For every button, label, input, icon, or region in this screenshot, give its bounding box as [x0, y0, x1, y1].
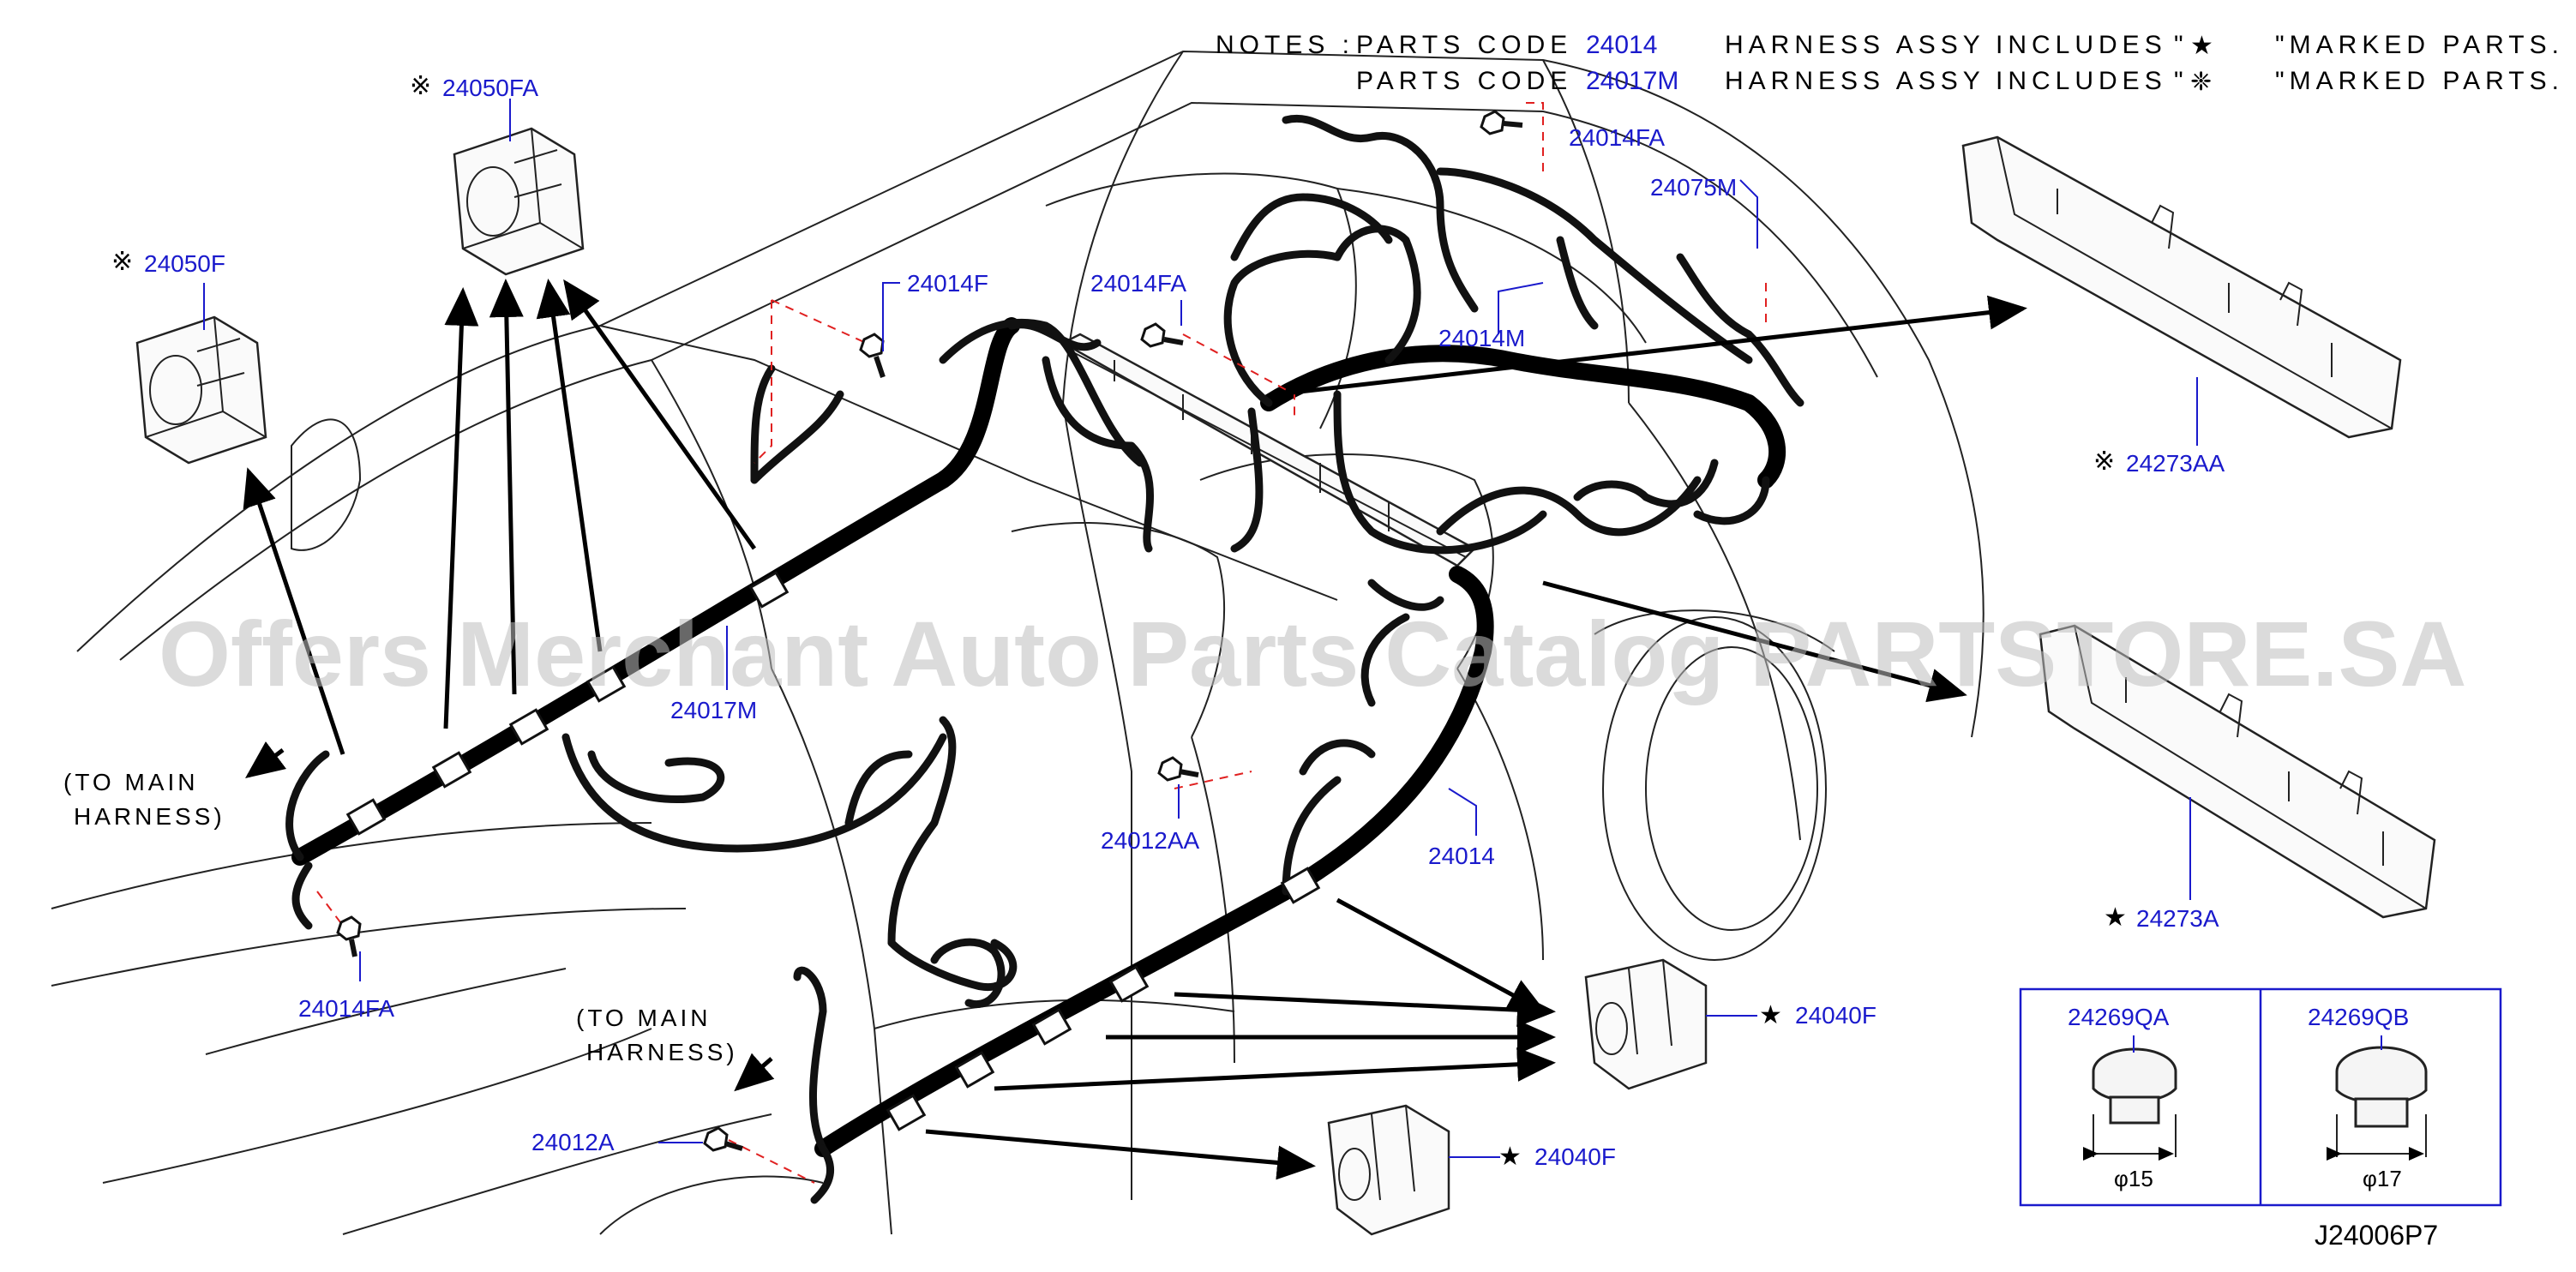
grommet-24269QA-drawing	[2083, 1047, 2177, 1161]
notes-line2-parts-code-label: PARTS CODE	[1356, 67, 1572, 95]
grommet-qb-diameter: φ17	[2363, 1166, 2402, 1191]
leader-lines	[203, 99, 2382, 1158]
grommet-24269QB-drawing	[2327, 1046, 2428, 1161]
part-label-24269QB[interactable]: 24269QB	[2308, 1004, 2409, 1030]
part-label-24075M[interactable]: 24075M	[1650, 174, 1737, 201]
part-label-24050F[interactable]: 24050F	[144, 250, 225, 277]
notes-line2-desc: HARNESS ASSY	[1725, 67, 1985, 95]
notes-line1-parts-code-label: PARTS CODE	[1356, 31, 1572, 59]
part-label-24012A[interactable]: 24012A	[531, 1129, 615, 1155]
bolt-icon	[1140, 322, 1184, 348]
harness-24014M	[1223, 114, 1804, 525]
bracket-24050F-drawing	[135, 315, 267, 465]
bracket-24273AA-drawing	[1961, 135, 2402, 439]
notes-block: NOTES : PARTS CODE 24014 HARNESS ASSY IN…	[1216, 31, 2564, 97]
to-main-harness-lower-line1: (TO MAIN	[576, 1005, 711, 1031]
bolt-icon	[1480, 110, 1523, 135]
notes-line1-open-quote: "	[2174, 31, 2189, 59]
grommet-qa-diameter: φ15	[2114, 1166, 2153, 1191]
asterism-icon: ❈	[2190, 67, 2212, 97]
reference-mark-icon: ※	[410, 71, 431, 101]
notes-line1-close-text: "MARKED PARTS.	[2275, 31, 2564, 59]
clip	[1280, 867, 1321, 904]
part-label-24017M[interactable]: 24017M	[670, 697, 757, 723]
to-main-harness-lower-line2: HARNESS)	[586, 1039, 738, 1065]
star-icon: ★	[1759, 1000, 1782, 1030]
part-label-24273A[interactable]: 24273A	[2136, 905, 2219, 932]
part-label-24014FA-center[interactable]: 24014FA	[1090, 270, 1186, 297]
bracket-24273A-drawing	[2039, 624, 2436, 919]
notes-line2-close-text: "MARKED PARTS.	[2275, 67, 2564, 95]
notes-prefix: NOTES :	[1216, 31, 1354, 59]
part-label-24014F[interactable]: 24014F	[907, 270, 988, 297]
part-label-24014FA-left[interactable]: 24014FA	[298, 995, 394, 1022]
bracket-24050FA-drawing	[453, 127, 585, 276]
diagram-reference-code: J24006P7	[2315, 1220, 2438, 1251]
part-labels: ※ 24050FA ※ 24050F 24014F 24014FA 24014F…	[111, 71, 2409, 1191]
bolt-icon	[859, 333, 886, 378]
bolt-icon	[336, 915, 362, 957]
to-main-harness-upper-line2: HARNESS)	[74, 803, 225, 830]
watermark: Offers Merchant Auto Parts Catalog PARTS…	[159, 602, 2466, 705]
clip	[345, 798, 387, 836]
part-label-24040F-upper[interactable]: 24040F	[1795, 1002, 1876, 1029]
part-label-24269QA[interactable]: 24269QA	[2068, 1004, 2170, 1030]
part-label-24273AA[interactable]: 24273AA	[2126, 450, 2225, 477]
notes-line2-open-quote: "	[2174, 67, 2189, 95]
part-label-24014M[interactable]: 24014M	[1438, 325, 1525, 351]
notes-line1-includes: INCLUDES	[1996, 31, 2167, 59]
part-label-24012AA[interactable]: 24012AA	[1101, 827, 1200, 854]
notes-line2-code: 24017M	[1586, 67, 1678, 95]
bolts	[336, 110, 1523, 1152]
clip	[1031, 1008, 1072, 1046]
reference-mark-icon: ※	[2093, 447, 2115, 477]
notes-line1-desc: HARNESS ASSY	[1725, 31, 1985, 59]
harness-24014-center	[939, 193, 1702, 555]
reference-mark-icon: ※	[111, 247, 133, 277]
clip	[886, 1094, 927, 1131]
to-main-harness-upper-line1: (TO MAIN	[63, 769, 198, 795]
part-label-24014[interactable]: 24014	[1428, 843, 1495, 869]
clip	[431, 751, 472, 789]
clip	[954, 1051, 995, 1089]
part-label-24050FA[interactable]: 24050FA	[442, 75, 538, 101]
clip	[1108, 965, 1150, 1003]
star-icon: ★	[1498, 1142, 1522, 1172]
notes-line2-includes: INCLUDES	[1996, 67, 2167, 95]
grommet-inset	[2019, 987, 2502, 1207]
star-icon: ★	[2190, 31, 2213, 61]
clip-24040F-lower-drawing	[1327, 1104, 1450, 1236]
part-label-24014FA-top[interactable]: 24014FA	[1569, 124, 1665, 151]
bolt-icon	[1157, 756, 1199, 782]
clip	[748, 571, 790, 609]
part-label-24040F-lower[interactable]: 24040F	[1534, 1143, 1616, 1170]
clip	[508, 708, 549, 746]
to-main-harness-callouts: (TO MAIN HARNESS) (TO MAIN HARNESS)	[63, 769, 738, 1065]
clip	[585, 665, 627, 703]
notes-line1-code: 24014	[1586, 31, 1657, 59]
clip-24040F-upper-drawing	[1584, 958, 1708, 1090]
bolt-icon	[703, 1126, 743, 1152]
star-icon: ★	[2104, 903, 2127, 933]
pointer-arrows	[243, 279, 2027, 1180]
harness-clips	[345, 571, 1321, 1131]
